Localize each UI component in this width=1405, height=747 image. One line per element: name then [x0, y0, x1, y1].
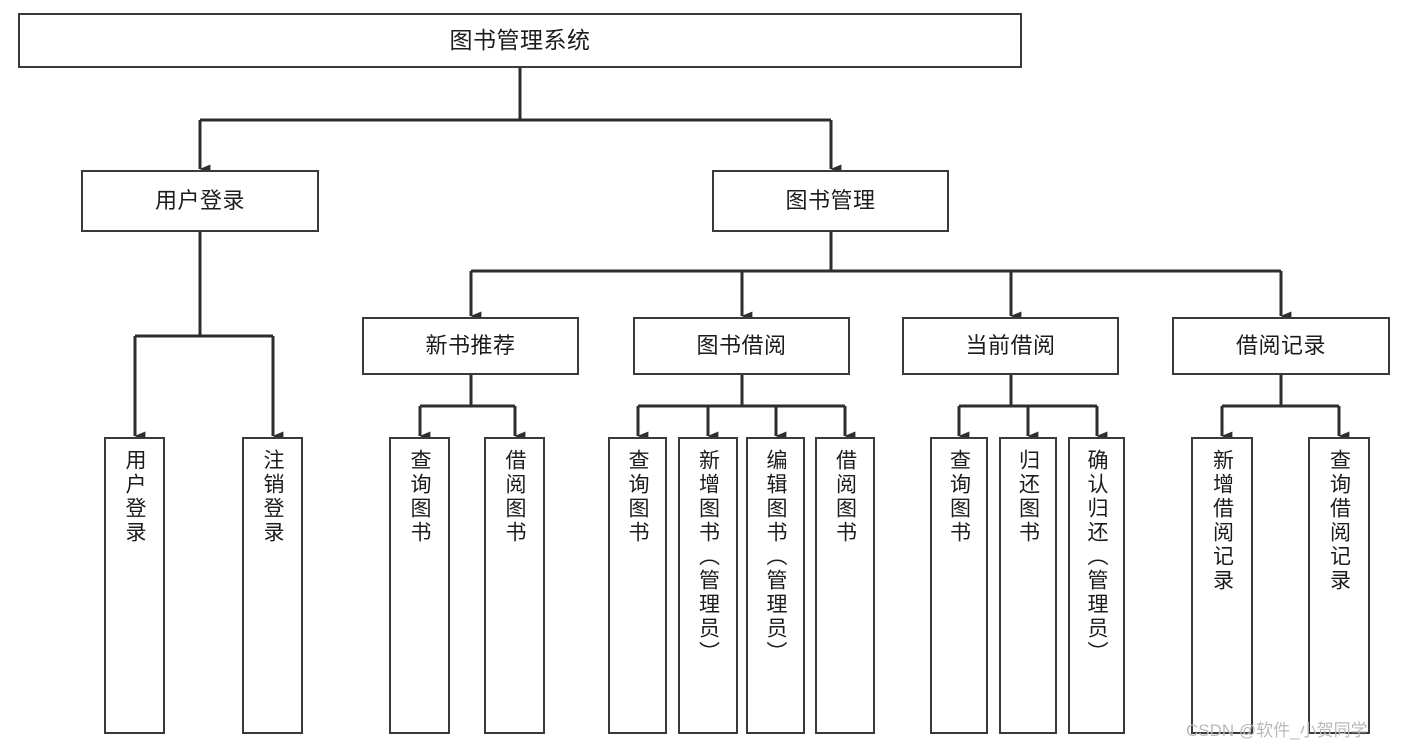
node-borrow-record[interactable]: 借阅记录 — [1172, 317, 1390, 375]
node-confirm-return[interactable]: 确认归还（管理员） — [1068, 437, 1125, 734]
node-label: 借阅图书 — [503, 449, 526, 545]
node-query-book-rec[interactable]: 查询图书 — [389, 437, 450, 734]
node-borrow-record-label: 借阅记录 — [1235, 333, 1326, 359]
node-book-borrow-label: 图书借阅 — [696, 333, 787, 359]
node-label: 借阅图书 — [833, 449, 857, 545]
node-current-borrow-label: 当前借阅 — [965, 333, 1056, 359]
node-label: 新增图书（管理员） — [696, 449, 720, 665]
node-label: 查询图书 — [947, 449, 971, 545]
watermark-credit: CSDN @软件_小贺同学 — [1186, 721, 1368, 740]
node-label: 查询图书 — [626, 449, 649, 545]
node-label: 编辑图书（管理员） — [764, 449, 787, 665]
node-label: 新增借阅记录 — [1210, 449, 1234, 593]
node-borrow-book-bor[interactable]: 借阅图书 — [815, 437, 875, 734]
node-user-login[interactable]: 用户登录 — [81, 170, 319, 232]
node-return-book[interactable]: 归还图书 — [999, 437, 1057, 734]
node-label: 确认归还（管理员） — [1085, 449, 1108, 665]
node-label: 归还图书 — [1016, 449, 1040, 545]
node-user-login[interactable]: 用户登录 — [104, 437, 165, 734]
node-borrow-book-rec[interactable]: 借阅图书 — [484, 437, 545, 734]
node-new-book-recommend-label: 新书推荐 — [425, 333, 516, 359]
node-book-manage-label: 图书管理 — [785, 188, 876, 214]
node-logout[interactable]: 注销登录 — [242, 437, 303, 734]
node-book-borrow[interactable]: 图书借阅 — [633, 317, 850, 375]
node-query-book-bor[interactable]: 查询图书 — [608, 437, 667, 734]
node-root[interactable]: 图书管理系统 — [18, 13, 1022, 68]
node-edit-book[interactable]: 编辑图书（管理员） — [746, 437, 805, 734]
node-label: 查询借阅记录 — [1327, 449, 1351, 593]
node-query-book-cur[interactable]: 查询图书 — [930, 437, 988, 734]
node-new-book-recommend[interactable]: 新书推荐 — [362, 317, 579, 375]
node-query-record[interactable]: 查询借阅记录 — [1308, 437, 1370, 734]
node-add-book[interactable]: 新增图书（管理员） — [678, 437, 738, 734]
node-user-login-label: 用户登录 — [154, 188, 245, 214]
node-label: 用户登录 — [123, 449, 146, 545]
node-root-label: 图书管理系统 — [449, 27, 591, 54]
node-current-borrow[interactable]: 当前借阅 — [902, 317, 1119, 375]
node-label: 注销登录 — [261, 449, 284, 545]
node-book-manage[interactable]: 图书管理 — [712, 170, 949, 232]
node-label: 查询图书 — [408, 449, 431, 545]
node-add-record[interactable]: 新增借阅记录 — [1191, 437, 1253, 734]
